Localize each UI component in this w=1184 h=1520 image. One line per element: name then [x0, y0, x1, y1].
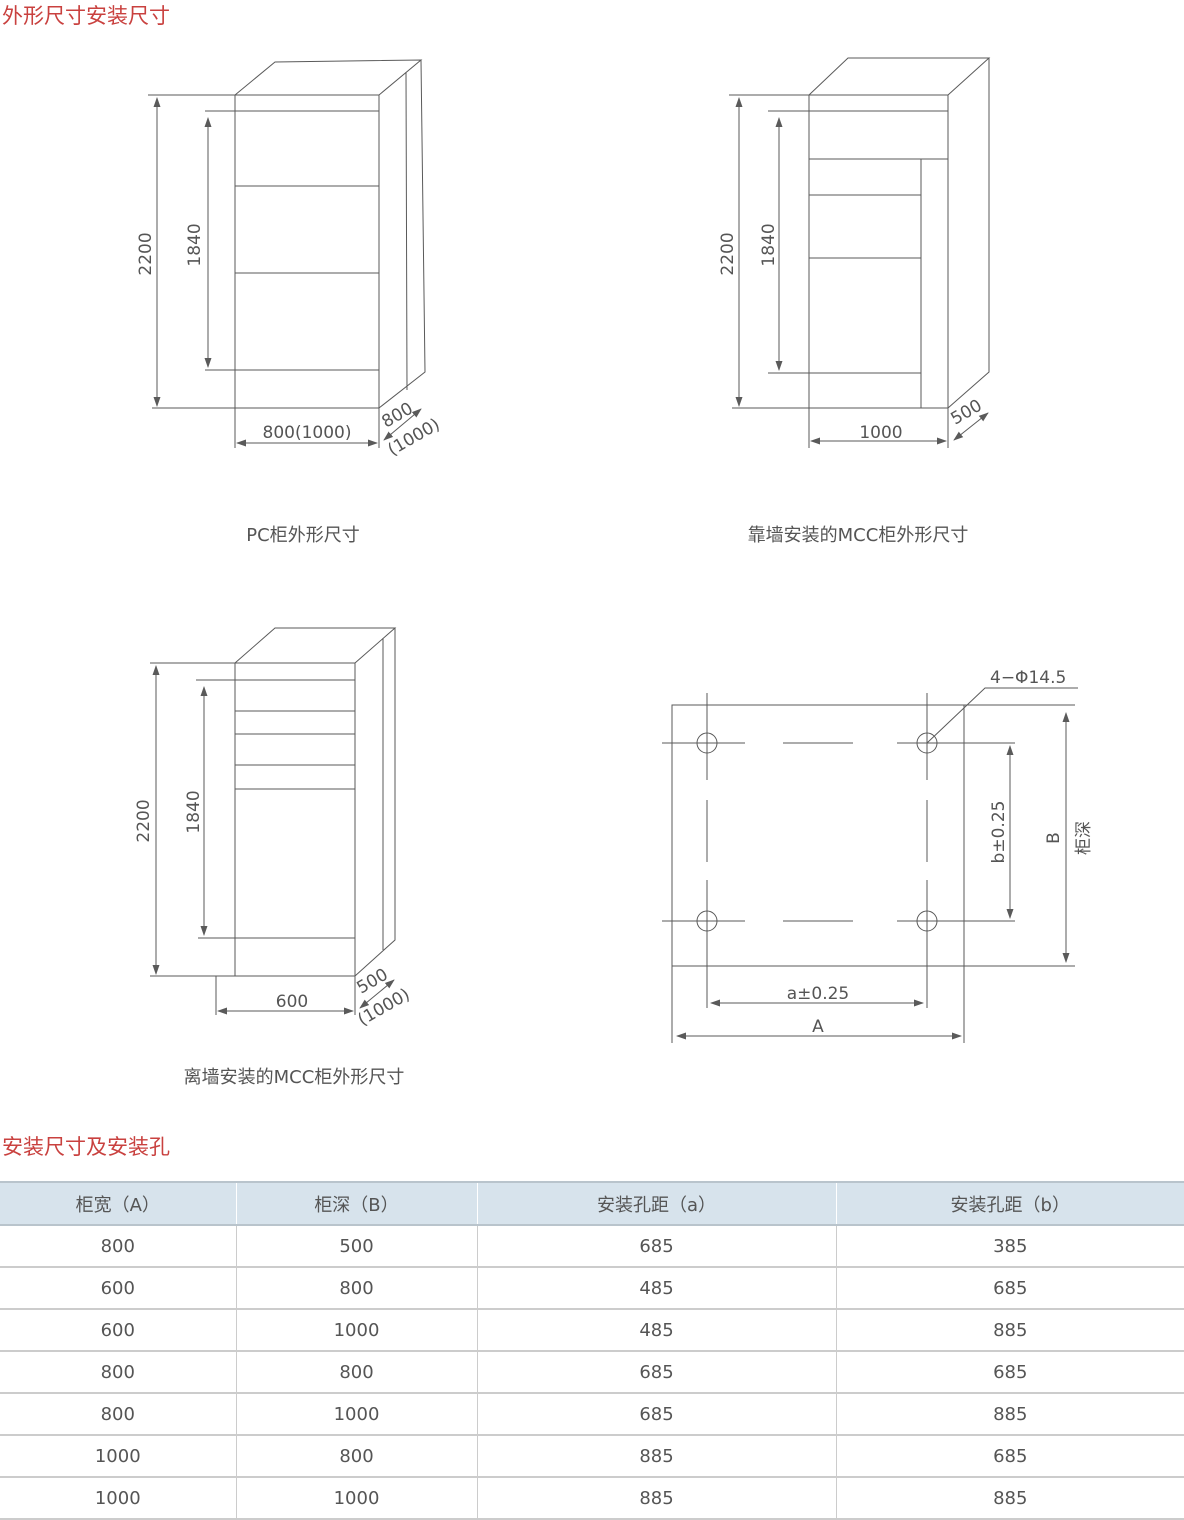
section-title-dimensions: 外形尺寸安装尺寸 — [2, 4, 170, 28]
table-cell: 385 — [836, 1225, 1184, 1268]
mounting-hole — [696, 910, 718, 932]
b-dim-label: b±0.25 — [989, 801, 1009, 864]
table-cell: 685 — [836, 1435, 1184, 1478]
a-dim-label: a±0.25 — [787, 984, 850, 1004]
mcc-wall-depth-label: 500 — [948, 396, 986, 430]
B-desc-label: 柜深 — [1074, 821, 1094, 855]
table-cell: 685 — [477, 1393, 837, 1436]
mcc-off-wall-diagram: 2200 1840 600 500 (1000) 离墙安装的MCC柜外形尺寸 — [134, 627, 413, 1088]
table-cell: 600 — [0, 1309, 237, 1352]
B-label: B — [1044, 832, 1064, 844]
mcc-off-wall-inner-height-label: 1840 — [184, 790, 204, 833]
hole-spec-label: 4−Φ14.5 — [990, 668, 1066, 688]
table-cell: 685 — [836, 1267, 1184, 1310]
table-cell: 800 — [236, 1267, 478, 1310]
mounting-hole — [916, 732, 938, 754]
header-cabinet-width: 柜宽（A） — [0, 1181, 237, 1226]
mounting-hole — [696, 732, 718, 754]
mounting-hole — [916, 910, 938, 932]
table-cell: 1000 — [236, 1477, 478, 1520]
mcc-off-wall-width-label: 600 — [276, 992, 308, 1012]
header-hole-distance-b: 安装孔距（b） — [836, 1181, 1184, 1226]
pc-caption: PC柜外形尺寸 — [246, 525, 359, 546]
mcc-wall-diagram: 2200 1840 1000 500 靠墙安装的MCC柜外形尺寸 — [718, 57, 991, 546]
table-cell: 600 — [0, 1267, 237, 1310]
header-hole-distance-a: 安装孔距（a） — [477, 1181, 837, 1226]
table-cell: 885 — [836, 1393, 1184, 1436]
pc-height-label: 2200 — [136, 232, 156, 275]
mcc-wall-inner-height-label: 1840 — [759, 223, 779, 266]
table-cell: 885 — [477, 1477, 837, 1520]
table-cell: 500 — [236, 1225, 478, 1268]
table-cell: 800 — [0, 1351, 237, 1394]
table-cell: 685 — [836, 1351, 1184, 1394]
table-cell: 800 — [0, 1393, 237, 1436]
diagrams-area: 2200 1840 800(1000) 800 (1000) PC柜外形尺寸 2… — [134, 57, 1094, 1088]
table-cell: 1000 — [0, 1477, 237, 1520]
mcc-off-wall-depth-label: 500 — [354, 965, 392, 999]
mcc-wall-width-label: 1000 — [859, 423, 902, 443]
table-header-row: 柜宽（A） 柜深（B） 安装孔距（a） 安装孔距（b） — [0, 1181, 1184, 1226]
table-cell: 885 — [477, 1435, 837, 1478]
mounting-holes-diagram: 4−Φ14.5 b±0.25 B 柜深 a±0.25 A — [662, 668, 1094, 1043]
table-cell: 800 — [0, 1225, 237, 1268]
table-cell: 685 — [477, 1351, 837, 1394]
table-cell: 485 — [477, 1309, 837, 1352]
mcc-off-wall-caption: 离墙安装的MCC柜外形尺寸 — [184, 1067, 405, 1088]
mcc-wall-height-label: 2200 — [718, 232, 738, 275]
table-cell: 685 — [477, 1225, 837, 1268]
A-label: A — [812, 1017, 824, 1037]
table-cell: 1000 — [0, 1435, 237, 1478]
mcc-wall-caption: 靠墙安装的MCC柜外形尺寸 — [748, 525, 969, 546]
table-cell: 885 — [836, 1477, 1184, 1520]
table-cell: 800 — [236, 1435, 478, 1478]
pc-cabinet-diagram: 2200 1840 800(1000) 800 (1000) PC柜外形尺寸 — [136, 59, 443, 546]
table-cell: 1000 — [236, 1309, 478, 1352]
table-cell: 485 — [477, 1267, 837, 1310]
pc-width-label: 800(1000) — [263, 423, 352, 443]
table-cell: 800 — [236, 1351, 478, 1394]
table-cell: 885 — [836, 1309, 1184, 1352]
table-cell: 1000 — [236, 1393, 478, 1436]
mcc-off-wall-height-label: 2200 — [134, 799, 154, 842]
pc-inner-height-label: 1840 — [185, 223, 205, 266]
section-title-mounting: 安装尺寸及安装孔 — [2, 1135, 170, 1159]
header-cabinet-depth: 柜深（B） — [236, 1181, 478, 1226]
